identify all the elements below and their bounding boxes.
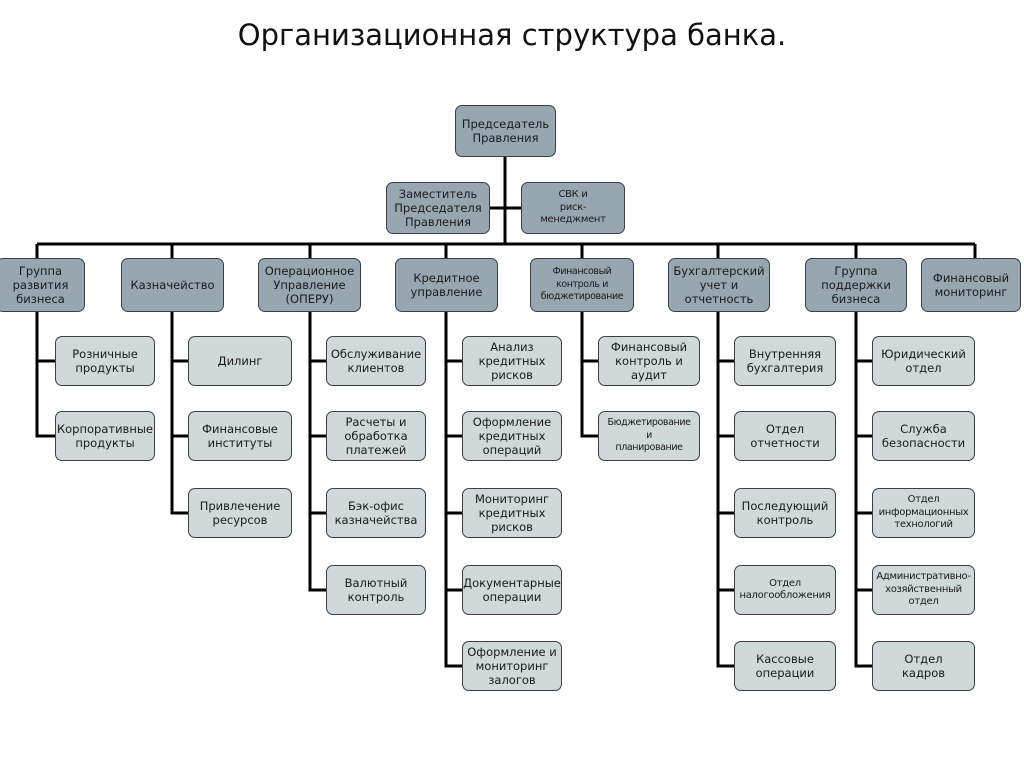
connector-spine-5 bbox=[716, 312, 734, 668]
unit-internal-accounting: Внутренняя бухгалтерия bbox=[734, 336, 836, 386]
unit-budgeting-planning: Бюджетирование и планирование bbox=[598, 411, 700, 461]
unit-credit-risk-analysis: Анализ кредитных рисков bbox=[462, 336, 562, 386]
unit-currency-control: Валютный контроль bbox=[326, 565, 426, 615]
unit-collateral: Оформление и мониторинг залогов bbox=[462, 641, 562, 691]
unit-credit-operations: Оформление кредитных операций bbox=[462, 411, 562, 461]
dept-accounting: Бухгалтерский учет и отчетность bbox=[668, 258, 770, 312]
unit-documentary-operations: Документарные операции bbox=[462, 565, 562, 615]
unit-cash-operations: Кассовые операции bbox=[734, 641, 836, 691]
connector-spine-3 bbox=[444, 312, 462, 668]
dept-business-support: Группа поддержки бизнеса bbox=[805, 258, 907, 312]
dept-credit: Кредитное управление bbox=[395, 258, 498, 312]
unit-follow-up-control: Последующий контроль bbox=[734, 488, 836, 538]
unit-reporting: Отдел отчетности bbox=[734, 411, 836, 461]
unit-administrative: Административно- хозяйственный отдел bbox=[872, 565, 975, 615]
connector-spine-1 bbox=[170, 312, 188, 515]
page-title: Организационная структура банка. bbox=[237, 18, 787, 52]
connector-spine-6 bbox=[854, 312, 872, 668]
unit-financial-audit: Финансовый контроль и аудит bbox=[598, 336, 700, 386]
unit-client-service: Обслуживание клиентов bbox=[326, 336, 426, 386]
dept-business-development: Группа развития бизнеса bbox=[0, 258, 85, 312]
unit-taxation: Отдел налогообложения bbox=[734, 565, 836, 615]
dept-financial-monitoring: Финансовый мониторинг bbox=[921, 258, 1021, 312]
unit-treasury-back-office: Бэк-офис казначейства bbox=[326, 488, 426, 538]
unit-security: Служба безопасности bbox=[872, 411, 975, 461]
svk-risk-box: СВК и риск- менеджмент bbox=[521, 182, 625, 234]
connector-spine-4 bbox=[580, 312, 598, 438]
dept-financial-control: Финансовый контроль и бюджетирование bbox=[530, 258, 634, 312]
unit-legal: Юридический отдел bbox=[872, 336, 975, 386]
unit-financial-institutions: Финансовые институты bbox=[188, 411, 292, 461]
unit-dealing: Дилинг bbox=[188, 336, 292, 386]
unit-corporate-products: Корпоративные продукты bbox=[55, 411, 155, 461]
unit-credit-risk-monitoring: Мониторинг кредитных рисков bbox=[462, 488, 562, 538]
unit-payments-processing: Расчеты и обработка платежей bbox=[326, 411, 426, 461]
unit-retail-products: Розничные продукты bbox=[55, 336, 155, 386]
dept-operu: Операционное Управление (ОПЕРУ) bbox=[258, 258, 361, 312]
connector-spine-2 bbox=[308, 312, 326, 592]
chairman-box: Председатель Правления bbox=[455, 105, 556, 157]
dept-treasury: Казначейство bbox=[121, 258, 224, 312]
deputy-chairman-box: Заместитель Председателя Правления bbox=[386, 182, 490, 234]
unit-it: Отдел информационных технологий bbox=[872, 488, 975, 538]
unit-hr: Отдел кадров bbox=[872, 641, 975, 691]
connector-spine-0 bbox=[35, 312, 55, 438]
unit-resource-attraction: Привлечение ресурсов bbox=[188, 488, 292, 538]
